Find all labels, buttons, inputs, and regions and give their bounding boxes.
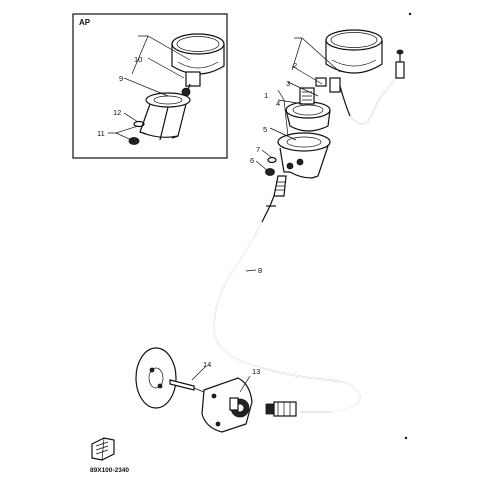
callout-14: 14 <box>203 360 211 369</box>
gear-drive-disc <box>135 347 177 409</box>
callout-11: 11 <box>97 129 105 138</box>
inset-speedometer <box>171 33 225 97</box>
callout-7: 7 <box>256 145 260 154</box>
main-leaders <box>191 37 341 393</box>
callout-2: 2 <box>293 61 297 70</box>
inset-border <box>72 13 228 159</box>
callout-9: 9 <box>119 74 123 83</box>
callout-8: 8 <box>258 266 262 275</box>
callout-4: 4 <box>276 99 280 108</box>
inset-title: AP <box>79 18 91 27</box>
book-icon <box>91 437 115 461</box>
callout-5: 5 <box>263 125 267 134</box>
callout-6: 6 <box>250 156 254 165</box>
scan-mark <box>404 436 408 440</box>
nut-washer <box>265 156 277 176</box>
scan-mark <box>408 12 412 16</box>
callout-3: 3 <box>286 79 290 88</box>
lamp-cord <box>339 49 405 125</box>
inset-bracket <box>139 92 191 141</box>
callout-10: 10 <box>134 55 142 64</box>
speedometer-cable <box>213 221 361 417</box>
gear-unit <box>201 377 253 433</box>
cable-upper-end <box>261 175 287 223</box>
meter-cushion <box>285 87 331 132</box>
speedometer <box>315 29 383 93</box>
diagram-code: 89X100-2340 <box>90 467 129 474</box>
meter-bracket <box>277 132 331 179</box>
drive-pin <box>169 379 205 393</box>
inset-leaders <box>108 35 191 142</box>
callout-13: 13 <box>252 367 260 376</box>
callout-12: 12 <box>113 108 121 117</box>
callout-1: 1 <box>264 91 268 100</box>
inset-panel: AP <box>72 13 228 159</box>
